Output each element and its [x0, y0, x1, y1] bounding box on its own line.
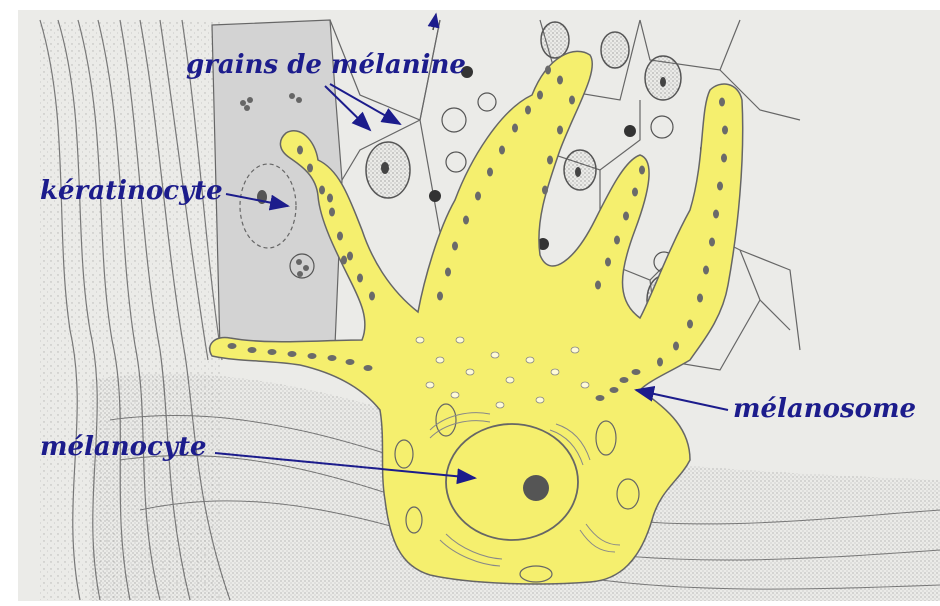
label-grains-de-melanine: grains de mélanine — [186, 52, 466, 78]
melanocyte-nucleus — [446, 424, 578, 540]
label-keratinocyte: kératinocyte — [40, 178, 223, 204]
label-melanocyte: mélanocyte — [40, 434, 207, 460]
label-melanosome: mélanosome — [733, 396, 916, 422]
melanocyte-nucleolus — [523, 475, 549, 501]
